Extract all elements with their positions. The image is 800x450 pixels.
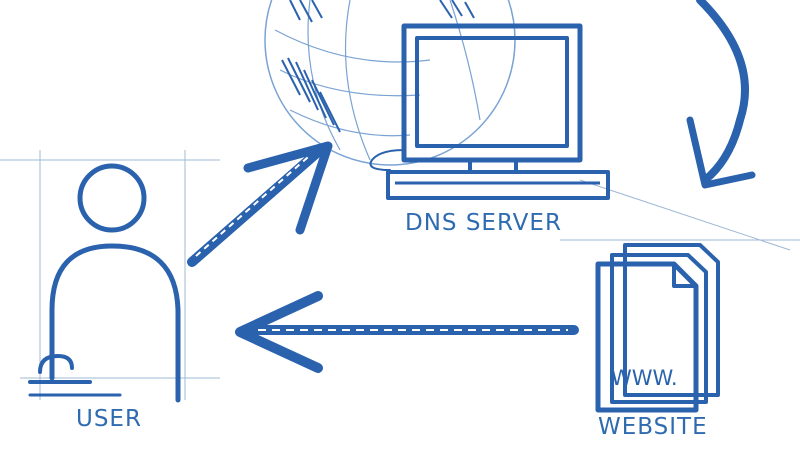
curved-arrow-icon [686, 0, 756, 189]
dns-server-label: DNS SERVER [405, 210, 562, 236]
globe-icon [264, 0, 516, 166]
www-text: WWW. [611, 366, 678, 390]
computer-monitor-icon [369, 23, 610, 200]
user-label: USER [76, 406, 142, 432]
arrow-website-to-user-icon [235, 291, 579, 373]
website-label: WEBSITE [598, 414, 708, 440]
arrow-user-to-dns-icon [187, 141, 333, 267]
web-document-icon: WWW. [595, 243, 720, 413]
sketch-guide-lines [0, 150, 800, 400]
user-person-icon [28, 163, 181, 403]
